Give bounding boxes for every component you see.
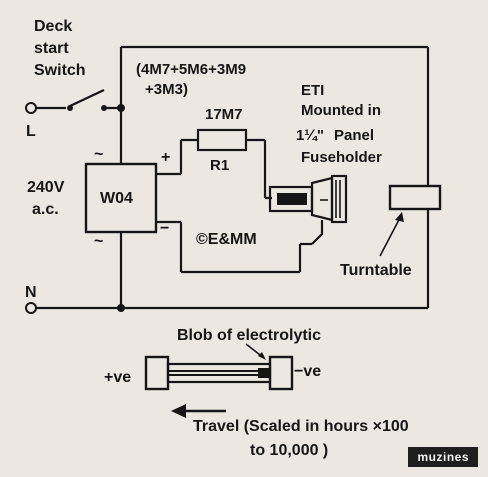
pos-ve-label: +ve [104,369,131,386]
svg-text:ETI: ETI [301,82,324,99]
eti-detail [144,355,294,391]
ac-tilde-top: ~ [94,146,103,163]
svg-text:Switch: Switch [34,62,86,79]
svg-text:Fuseholder: Fuseholder [301,149,382,166]
svg-text:Deck: Deck [34,18,72,35]
svg-text:Panel: Panel [334,127,374,144]
resistor-combo-label: (4M7+5M6+3M9 +3M3) [136,61,246,98]
eti-note: ETI Mounted in 1¼" Panel Fuseholder [296,82,382,166]
svg-text:+3M3): +3M3) [145,81,188,98]
copyright-label: ©E&MM [196,231,257,248]
turntable-label: Turntable [340,262,412,279]
resistor-ref-label: R1 [210,157,229,174]
neutral-label: N [25,284,37,301]
live-label: L [26,123,36,140]
supply-label: 240V a.c. [27,179,65,218]
blob-label: Blob of electrolytic [177,327,321,344]
plus-terminal-label: + [161,149,170,166]
svg-text:1¼": 1¼" [296,127,324,144]
neutral-terminal [25,302,37,314]
svg-text:(4M7+5M6+3M9: (4M7+5M6+3M9 [136,61,246,78]
svg-text:Mounted in: Mounted in [301,102,381,119]
neg-ve-label: −ve [294,363,321,380]
turntable-box [388,184,442,211]
switch-blade [69,89,105,107]
ac-tilde-bottom: ~ [94,233,103,250]
svg-text:a.c.: a.c. [32,201,59,218]
muzines-watermark: muzines [408,447,478,467]
svg-text:to 10,000 ): to 10,000 ) [250,442,328,459]
travel-label: Travel (Scaled in hours ×100 to 10,000 ) [193,418,409,459]
minus-terminal-label: − [160,220,169,237]
svg-text:Travel (Scaled in hours ×100: Travel (Scaled in hours ×100 [193,418,409,435]
eti-fuseholder [268,174,348,245]
svg-text:start: start [34,40,69,57]
bridge-label: W04 [100,190,133,207]
svg-text:240V: 240V [27,179,65,196]
resistor-r1 [196,128,248,152]
live-terminal [25,102,37,114]
resistor-value-label: 17M7 [205,106,243,123]
deck-start-switch-label: Deck start Switch [34,18,86,79]
